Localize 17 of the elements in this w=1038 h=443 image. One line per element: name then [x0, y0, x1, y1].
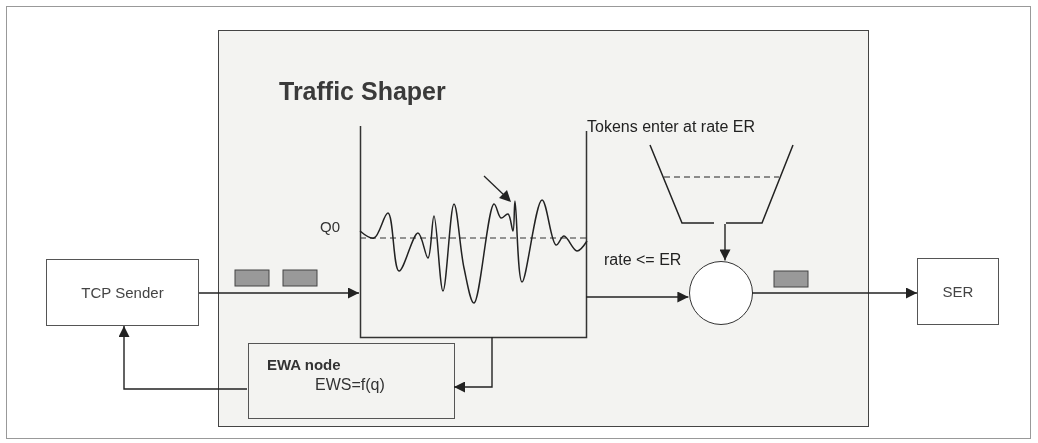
process-box [917, 258, 999, 325]
arrow [198, 287, 360, 299]
arrow [118, 325, 248, 390]
arrow [453, 336, 493, 393]
arrow [585, 291, 690, 303]
arrow [719, 223, 731, 262]
formula-text: EWS=f(q) [315, 376, 385, 394]
box-label: TCP Sender [81, 284, 164, 301]
arrow [751, 287, 918, 299]
box-label: SER [942, 283, 974, 300]
bucket-caption: Tokens enter at rate ER [587, 118, 756, 136]
process-box [248, 343, 455, 419]
shaper-panel [218, 30, 869, 427]
panel-title: Traffic Shaper [279, 77, 446, 106]
box-title: EWA node [267, 356, 341, 373]
process-box [46, 259, 199, 326]
queue-level-label: Q0 [320, 218, 340, 235]
